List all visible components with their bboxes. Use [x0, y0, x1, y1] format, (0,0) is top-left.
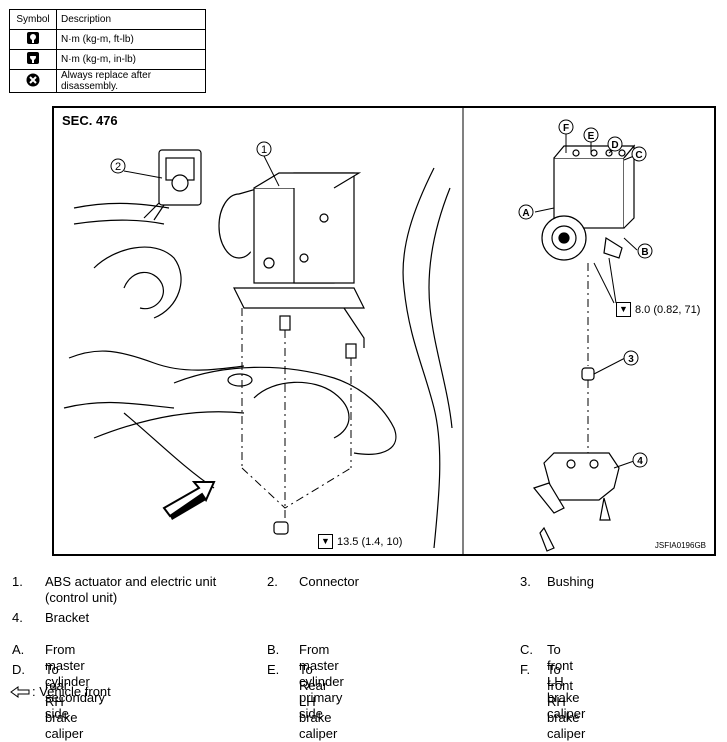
legend-letter: D.: [12, 662, 25, 677]
callout-1: 1: [261, 144, 267, 156]
symbol-description: N·m (kg-m, in-lb): [56, 49, 206, 70]
torque-wrench-inlb-icon: [27, 52, 39, 64]
symbol-row: Always replace after disassembly.: [9, 69, 206, 93]
legend-number: 3.: [520, 574, 531, 589]
legend-letter: B.: [267, 642, 280, 657]
callout-3: 3: [628, 354, 634, 365]
torque-spec-upper: ▼ 8.0 (0.82, 71): [616, 302, 700, 317]
torque-spec-lower: ▼ 13.5 (1.4, 10): [318, 534, 402, 549]
legend-letter: C.: [520, 642, 533, 657]
actuator-right-drawing: [541, 144, 636, 261]
figure-id: JSFIA0196GB: [654, 541, 706, 550]
symbol-row: N·m (kg-m, ft-lb): [9, 29, 206, 50]
torque-value: 13.5 (1.4, 10): [337, 535, 403, 548]
callout-4: 4: [637, 456, 643, 467]
legend-text: To front RH brake caliper: [547, 662, 586, 741]
callout-F: F: [563, 123, 569, 134]
callout-B: B: [641, 247, 648, 258]
legend-number: 2.: [267, 574, 278, 589]
legend-letter: E.: [267, 662, 280, 677]
symbol-description: Always replace after disassembly.: [56, 69, 206, 93]
section-label: SEC. 476: [62, 113, 118, 128]
legend-letter: F.: [520, 662, 531, 677]
actuator-drawing: [218, 172, 365, 348]
symbol-row: N·m (kg-m, in-lb): [9, 49, 206, 70]
callouts-right: [518, 119, 653, 468]
vehicle-front-arrow: [162, 481, 216, 520]
callout-A: A: [522, 208, 529, 219]
legend-text: ABS actuator and electric unit (control …: [45, 574, 217, 605]
symbol-table-header: Symbol Description: [9, 9, 206, 30]
legend-text: Connector: [299, 574, 359, 589]
symbol-description: N·m (kg-m, ft-lb): [56, 29, 206, 50]
callouts-left: [110, 141, 280, 187]
vehicle-front-label: : Vehicle front: [32, 684, 111, 699]
vehicle-front-note: : Vehicle front: [10, 684, 111, 699]
left-center-lines: [241, 308, 352, 520]
right-leader-lines: [534, 133, 638, 469]
legend-text: Bushing: [547, 574, 594, 589]
legend-text: To Rear LH brake caliper: [299, 662, 338, 741]
callout-C: C: [635, 150, 642, 161]
legend-letter: A.: [12, 642, 25, 657]
legend-text: Bracket: [45, 610, 90, 625]
description-header: Description: [56, 9, 206, 30]
connector-drawing: [143, 149, 202, 221]
torque-wrench-icon: ▼: [616, 302, 631, 317]
symbol-table: Symbol Description N·m (kg-m, ft-lb) N·m…: [9, 9, 206, 93]
vehicle-front-arrow-icon: [10, 685, 30, 698]
always-replace-icon: [26, 73, 40, 86]
vehicle-body-outline: [63, 167, 453, 549]
figure-drawing: 1 2: [63, 108, 653, 554]
callout-E: E: [588, 131, 595, 142]
torque-value: 8.0 (0.82, 71): [635, 303, 701, 316]
legend-number: 4.: [12, 610, 23, 625]
abs-actuator-figure: 1 2: [52, 106, 716, 556]
legend-text: To rear RH brake caliper: [45, 662, 84, 741]
callout-2: 2: [115, 161, 121, 173]
left-bushings: [273, 315, 357, 535]
legend-text: From master cylinder secondary side: [45, 642, 105, 721]
bracket-right-drawing: [532, 367, 620, 552]
torque-wrench-icon: ▼: [318, 534, 333, 549]
legend-number: 1.: [12, 574, 23, 589]
callout-D: D: [611, 140, 618, 151]
symbol-header: Symbol: [9, 9, 57, 30]
torque-wrench-icon: [27, 32, 39, 44]
